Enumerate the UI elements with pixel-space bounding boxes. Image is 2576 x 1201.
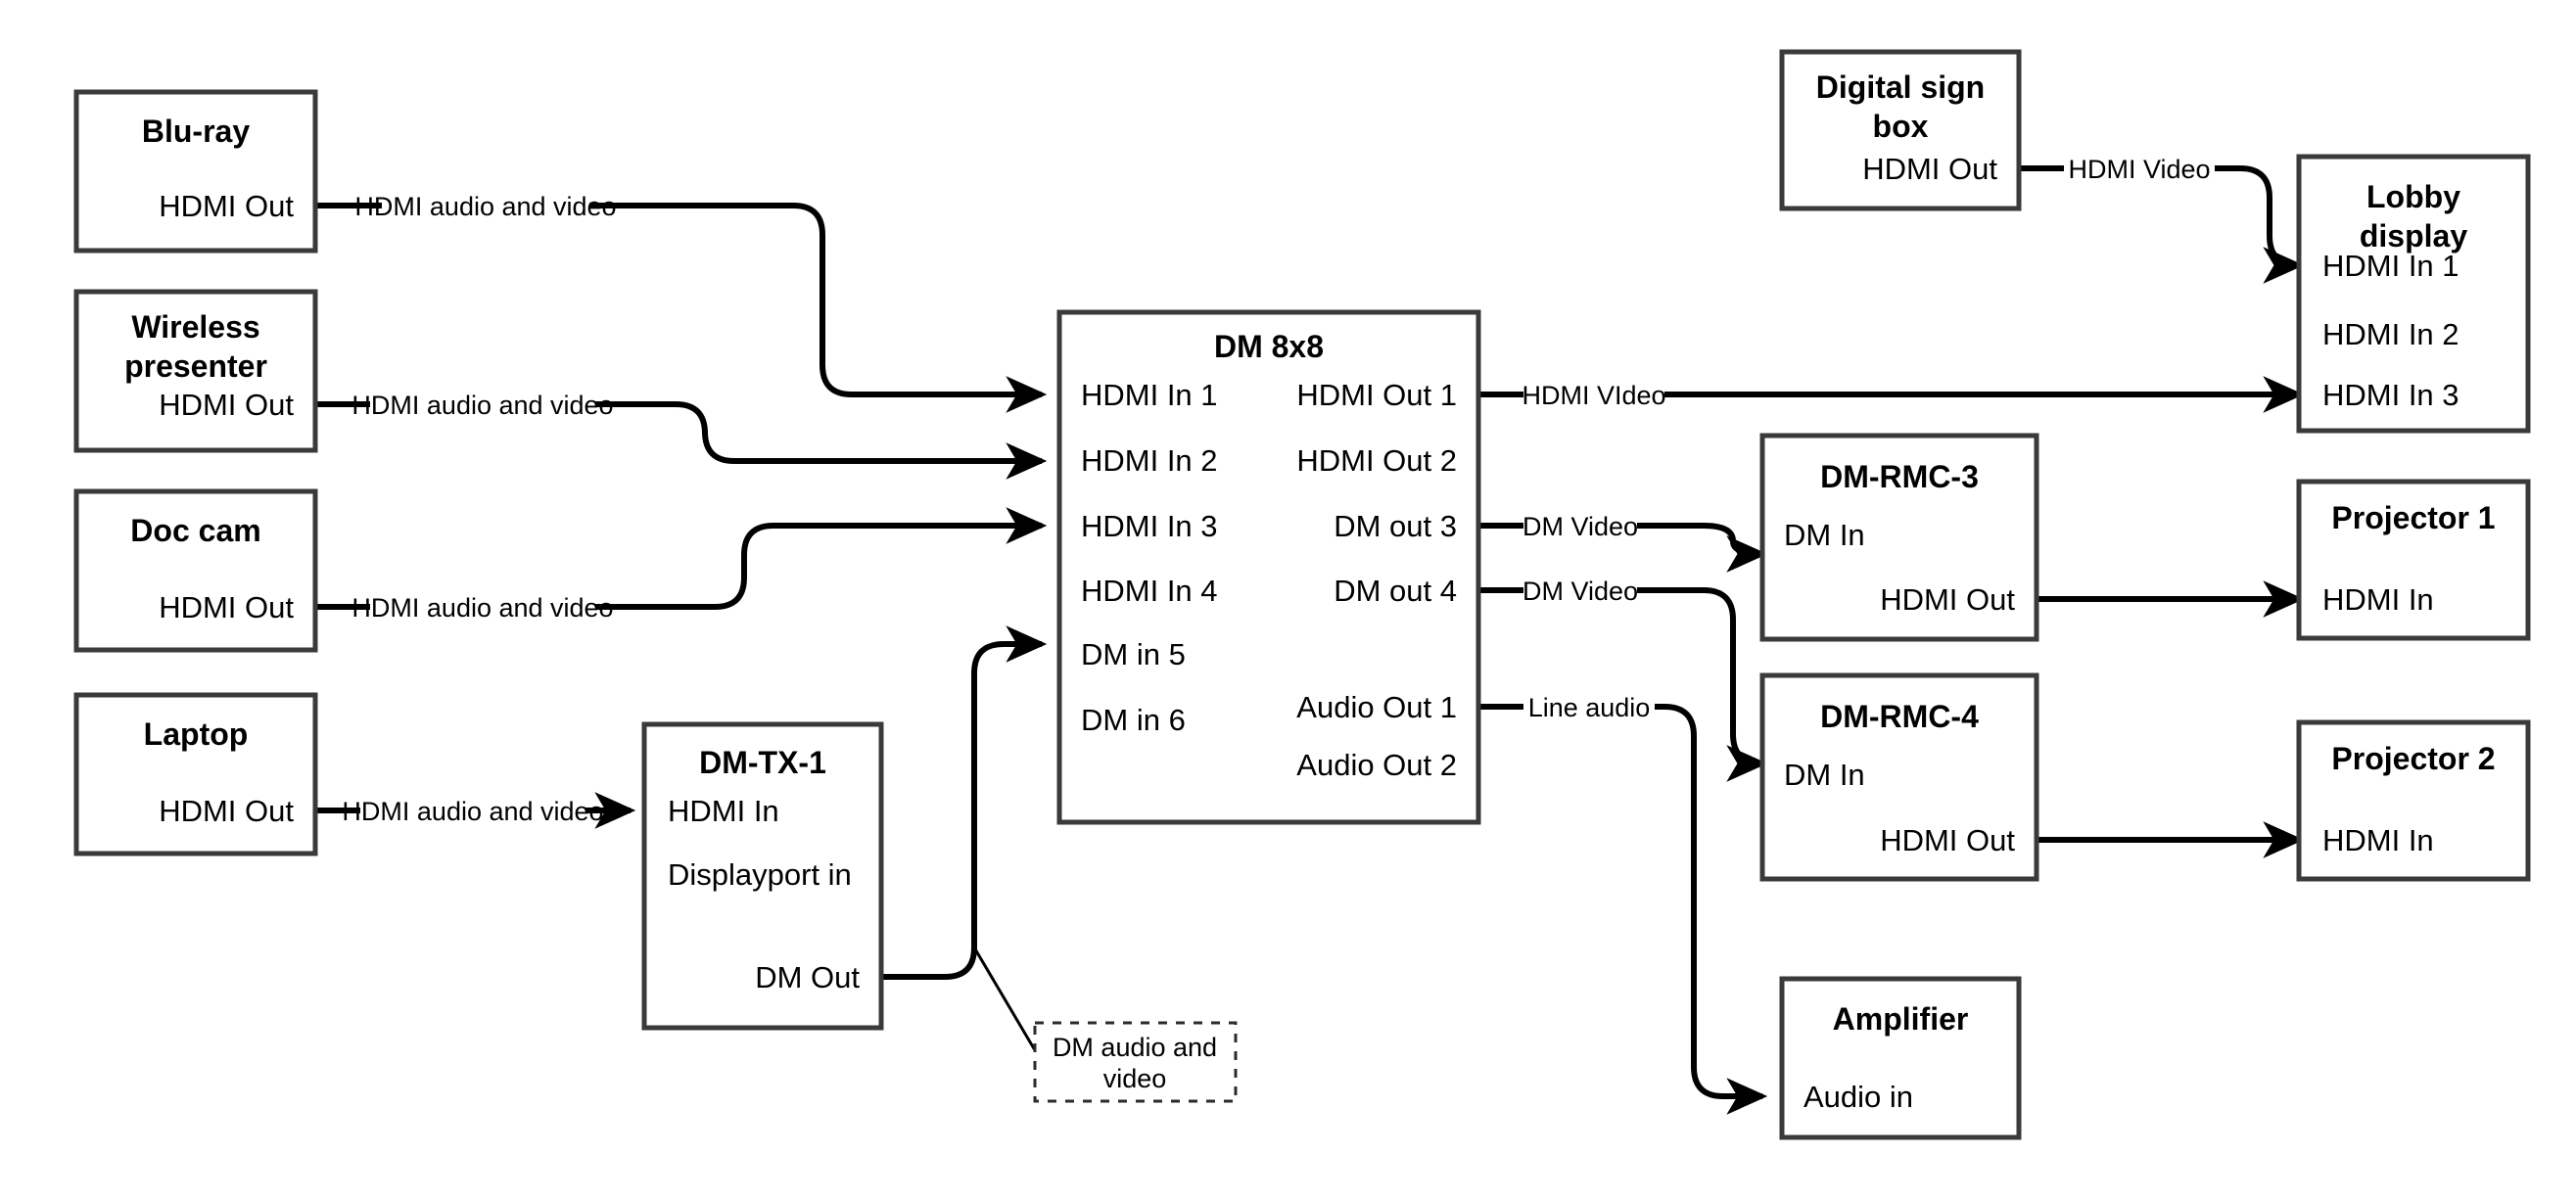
device-dm-8x8-input-hdmi-in-2: HDMI In 2 (1081, 443, 1218, 478)
device-projector-1-port-hdmi-in: HDMI In (2322, 582, 2434, 617)
device-projector-2-box[interactable] (2296, 719, 2531, 882)
device-dm-8x8-output-dm-out-3: DM out 3 (1334, 509, 1457, 543)
device-doc-cam-port-hdmi-out: HDMI Out (159, 590, 294, 624)
device-dm-rmc-3-box[interactable] (1759, 433, 2039, 642)
device-lobby-display-port-hdmi-in-1: HDMI In 1 (2322, 249, 2459, 283)
device-amplifier-box[interactable] (1779, 976, 2022, 1140)
link-label-wireless-to-dm: HDMI audio and video (351, 391, 613, 420)
device-laptop-port-hdmi-out: HDMI Out (159, 794, 294, 828)
device-wireless-presenter-title-line1: Wireless (131, 309, 259, 345)
device-laptop-title: Laptop (144, 716, 249, 752)
device-digital-sign-box-title-line1: Digital sign (1816, 69, 1985, 105)
device-doc-cam[interactable]: Doc cam HDMI Out (73, 488, 318, 653)
device-dm-8x8-input-dm-in-6: DM in 6 (1081, 703, 1186, 737)
device-lobby-display-box[interactable] (2296, 154, 2531, 434)
device-dm-tx-1-title: DM-TX-1 (699, 745, 826, 780)
link-label-signbox-to-lobby: HDMI Video (2068, 155, 2210, 184)
device-lobby-display-port-hdmi-in-3: HDMI In 3 (2322, 378, 2459, 412)
link-label-doccam-to-dm: HDMI audio and video (351, 593, 613, 623)
device-dm-tx-1-box[interactable] (641, 721, 884, 1031)
link-label-dm-dmout3-to-rmc3: DM Video (1522, 512, 1638, 541)
device-dm-tx-1-port-displayport-in: Displayport in (668, 857, 852, 892)
device-digital-sign-box-title-line2: box (1873, 109, 1929, 144)
device-lobby-display-port-hdmi-in-2: HDMI In 2 (2322, 317, 2459, 351)
device-dm-8x8-output-audio-out-2: Audio Out 2 (1296, 748, 1457, 782)
wire-dm-dmout4-to-rmc4-dm-in (1478, 587, 1762, 763)
link-label-layer: HDMI audio and video HDMI audio and vide… (342, 155, 2210, 826)
device-projector-2-port-hdmi-in: HDMI In (2322, 823, 2434, 857)
device-lobby-display-title-line2: display (2360, 218, 2467, 254)
device-amplifier[interactable]: Amplifier Audio in (1779, 976, 2022, 1140)
device-wireless-presenter[interactable]: Wireless presenter HDMI Out (73, 289, 318, 453)
device-doc-cam-title: Doc cam (130, 513, 260, 548)
wire-doccam-to-dm-hdmi-in-3 (315, 526, 1042, 610)
device-laptop-box[interactable] (73, 692, 318, 856)
wire-dmtx1-to-dm-in-5 (881, 625, 1048, 980)
wire-dm-dmout3-to-rmc3-dm-in (1478, 526, 1762, 554)
device-dm-8x8-output-audio-out-1: Audio Out 1 (1296, 690, 1457, 724)
device-amplifier-port-audio-in: Audio in (1803, 1080, 1913, 1114)
device-dm-rmc-3-port-dm-in: DM In (1784, 518, 1865, 552)
device-amplifier-title: Amplifier (1833, 1001, 1969, 1037)
device-wireless-presenter-title-line2: presenter (124, 348, 267, 384)
device-dm-8x8-input-hdmi-in-4: HDMI In 4 (1081, 574, 1218, 608)
device-bluray-port-hdmi-out: HDMI Out (159, 189, 294, 223)
wire-wireless-to-dm-hdmi-in-2 (315, 401, 1042, 461)
device-wireless-presenter-port-hdmi-out: HDMI Out (159, 388, 294, 422)
device-projector-1-box[interactable] (2296, 479, 2531, 641)
device-dm-8x8[interactable]: DM 8x8 HDMI In 1 HDMI In 2 HDMI In 3 HDM… (1056, 309, 1481, 825)
device-digital-sign-box[interactable]: Digital sign box HDMI Out (1779, 49, 2022, 211)
device-laptop[interactable]: Laptop HDMI Out (73, 692, 318, 856)
link-label-dm-dmout4-to-rmc4: DM Video (1522, 577, 1638, 606)
note-dm-audio-and-video-box (1033, 1021, 1238, 1103)
device-dm-rmc-4-port-dm-in: DM In (1784, 758, 1865, 792)
wire-bluray-to-dm-hdmi-in-1 (315, 203, 1042, 394)
device-dm-rmc-4[interactable]: DM-RMC-4 DM In HDMI Out (1759, 672, 2039, 882)
device-projector-2-title: Projector 2 (2331, 741, 2495, 776)
device-dm-tx-1-port-dm-out: DM Out (755, 960, 860, 994)
device-lobby-display-title-line1: Lobby (2366, 179, 2460, 214)
device-dm-8x8-output-dm-out-4: DM out 4 (1334, 574, 1457, 608)
device-projector-2[interactable]: Projector 2 HDMI In (2296, 719, 2531, 882)
device-dm-rmc-4-title: DM-RMC-4 (1820, 699, 1979, 734)
wire-layer (315, 165, 2299, 1096)
leader-line-dm-audio-video-note (972, 947, 1037, 1051)
wire-signbox-to-lobby-hdmi-in-1 (2019, 165, 2299, 265)
device-dm-rmc-3[interactable]: DM-RMC-3 DM In HDMI Out (1759, 433, 2039, 642)
device-wireless-presenter-box[interactable] (73, 289, 318, 453)
device-projector-1[interactable]: Projector 1 HDMI In (2296, 479, 2531, 641)
device-dm-rmc-3-port-hdmi-out: HDMI Out (1880, 582, 2015, 617)
device-dm-tx-1[interactable]: DM-TX-1 HDMI In Displayport in DM Out (641, 721, 884, 1031)
device-bluray-box[interactable] (73, 89, 318, 254)
device-dm-8x8-output-hdmi-out-2: HDMI Out 2 (1296, 443, 1457, 478)
device-dm-8x8-input-hdmi-in-3: HDMI In 3 (1081, 509, 1218, 543)
note-dm-audio-and-video-line1: DM audio and (1053, 1033, 1217, 1062)
device-dm-rmc-3-title: DM-RMC-3 (1820, 459, 1979, 494)
device-doc-cam-box[interactable] (73, 488, 318, 653)
device-dm-8x8-output-hdmi-out-1: HDMI Out 1 (1296, 378, 1457, 412)
wire-dm-audioout1-to-amplifier (1478, 704, 1762, 1096)
device-projector-1-title: Projector 1 (2331, 500, 2495, 535)
device-dm-8x8-box[interactable] (1056, 309, 1481, 825)
device-digital-sign-box-port-hdmi-out: HDMI Out (1862, 152, 1997, 186)
note-dm-audio-and-video: DM audio and video (1033, 1021, 1238, 1103)
device-digital-sign-box-box[interactable] (1779, 49, 2022, 211)
device-bluray[interactable]: Blu-ray HDMI Out (73, 89, 318, 254)
device-dm-rmc-4-port-hdmi-out: HDMI Out (1880, 823, 2015, 857)
note-dm-audio-and-video-line2: video (1103, 1064, 1167, 1093)
device-lobby-display[interactable]: Lobby display HDMI In 1 HDMI In 2 HDMI I… (2296, 154, 2531, 434)
link-label-dm-audioout1-to-amplifier: Line audio (1528, 693, 1651, 722)
device-dm-8x8-input-dm-in-5: DM in 5 (1081, 637, 1186, 671)
device-dm-rmc-4-box[interactable] (1759, 672, 2039, 882)
link-label-bluray-to-dm: HDMI audio and video (354, 192, 616, 221)
device-dm-8x8-input-hdmi-in-1: HDMI In 1 (1081, 378, 1218, 412)
link-label-dm-hdmiout1-to-lobby: HDMI VIdeo (1522, 381, 1665, 410)
device-bluray-title: Blu-ray (142, 114, 250, 149)
link-label-laptop-to-dmtx1: HDMI audio and video (342, 797, 603, 826)
device-dm-tx-1-port-hdmi-in: HDMI In (668, 794, 779, 828)
device-dm-8x8-title: DM 8x8 (1214, 329, 1324, 364)
